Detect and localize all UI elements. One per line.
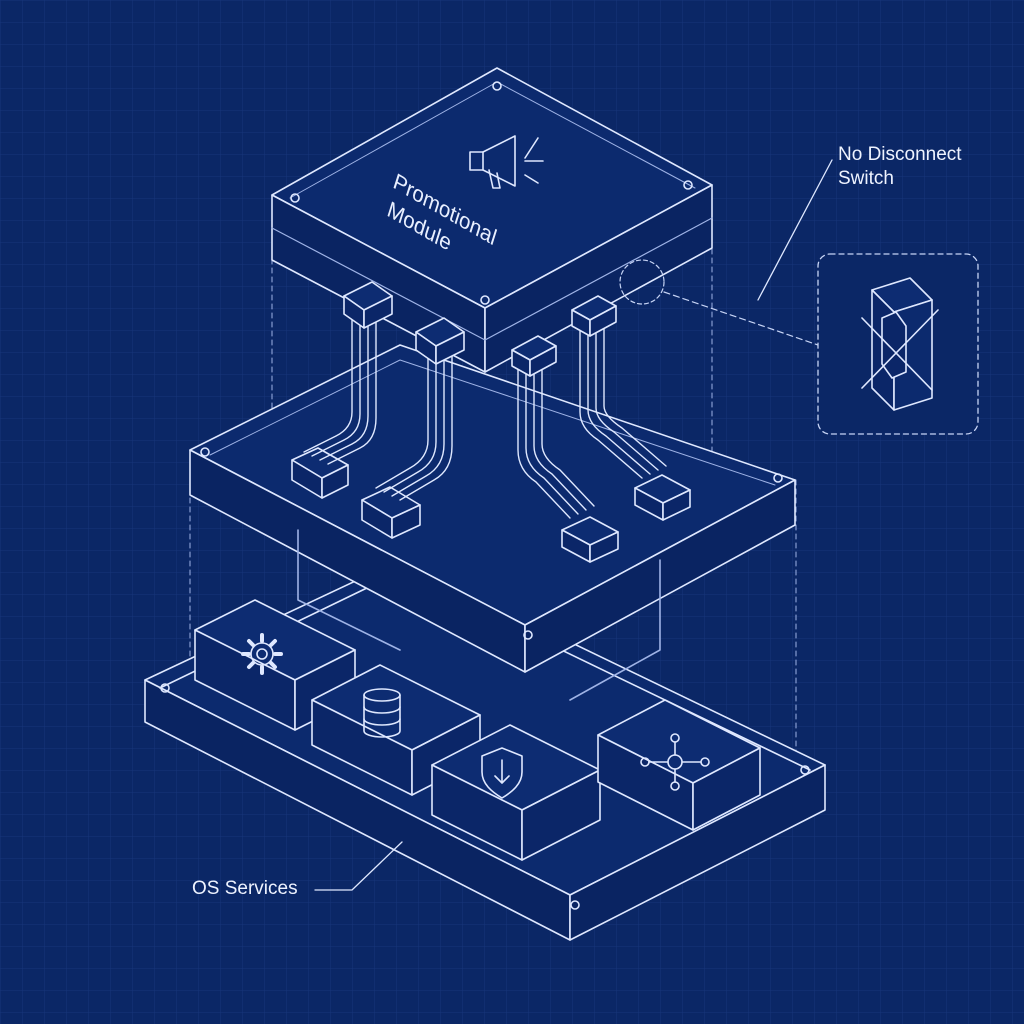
middle-board [189,344,796,701]
network-hub-icon [640,733,710,791]
shield-icon [481,747,523,799]
service-block-gear [194,599,356,731]
callout-label-switch: No Disconnect Switch [838,143,962,191]
callout-label-switch-line2: Switch [838,168,894,189]
callout-label-switch-line1: No Disconnect [838,144,962,165]
module-connector [415,317,465,365]
gear-icon [241,633,283,675]
service-block-network [597,699,761,831]
callout-highlight-circle [619,259,665,305]
ribbon-cables [303,317,667,519]
service-block-shield [431,724,601,861]
module-connector [571,295,617,337]
callout-leader-switch [757,159,833,301]
module-connector [343,281,393,329]
service-block-database [311,664,481,796]
megaphone-icon [469,135,544,189]
switch-callout [619,159,979,435]
board-connector [634,474,691,521]
database-icon [363,688,401,738]
board-connector [361,486,421,539]
callout-label-os: OS Services [192,878,298,899]
module-connector [511,335,557,377]
board-connector [291,447,349,499]
crossed-out-toggle-switch-icon [861,277,939,411]
callout-leader-os [314,841,403,891]
board-connector [561,516,619,563]
